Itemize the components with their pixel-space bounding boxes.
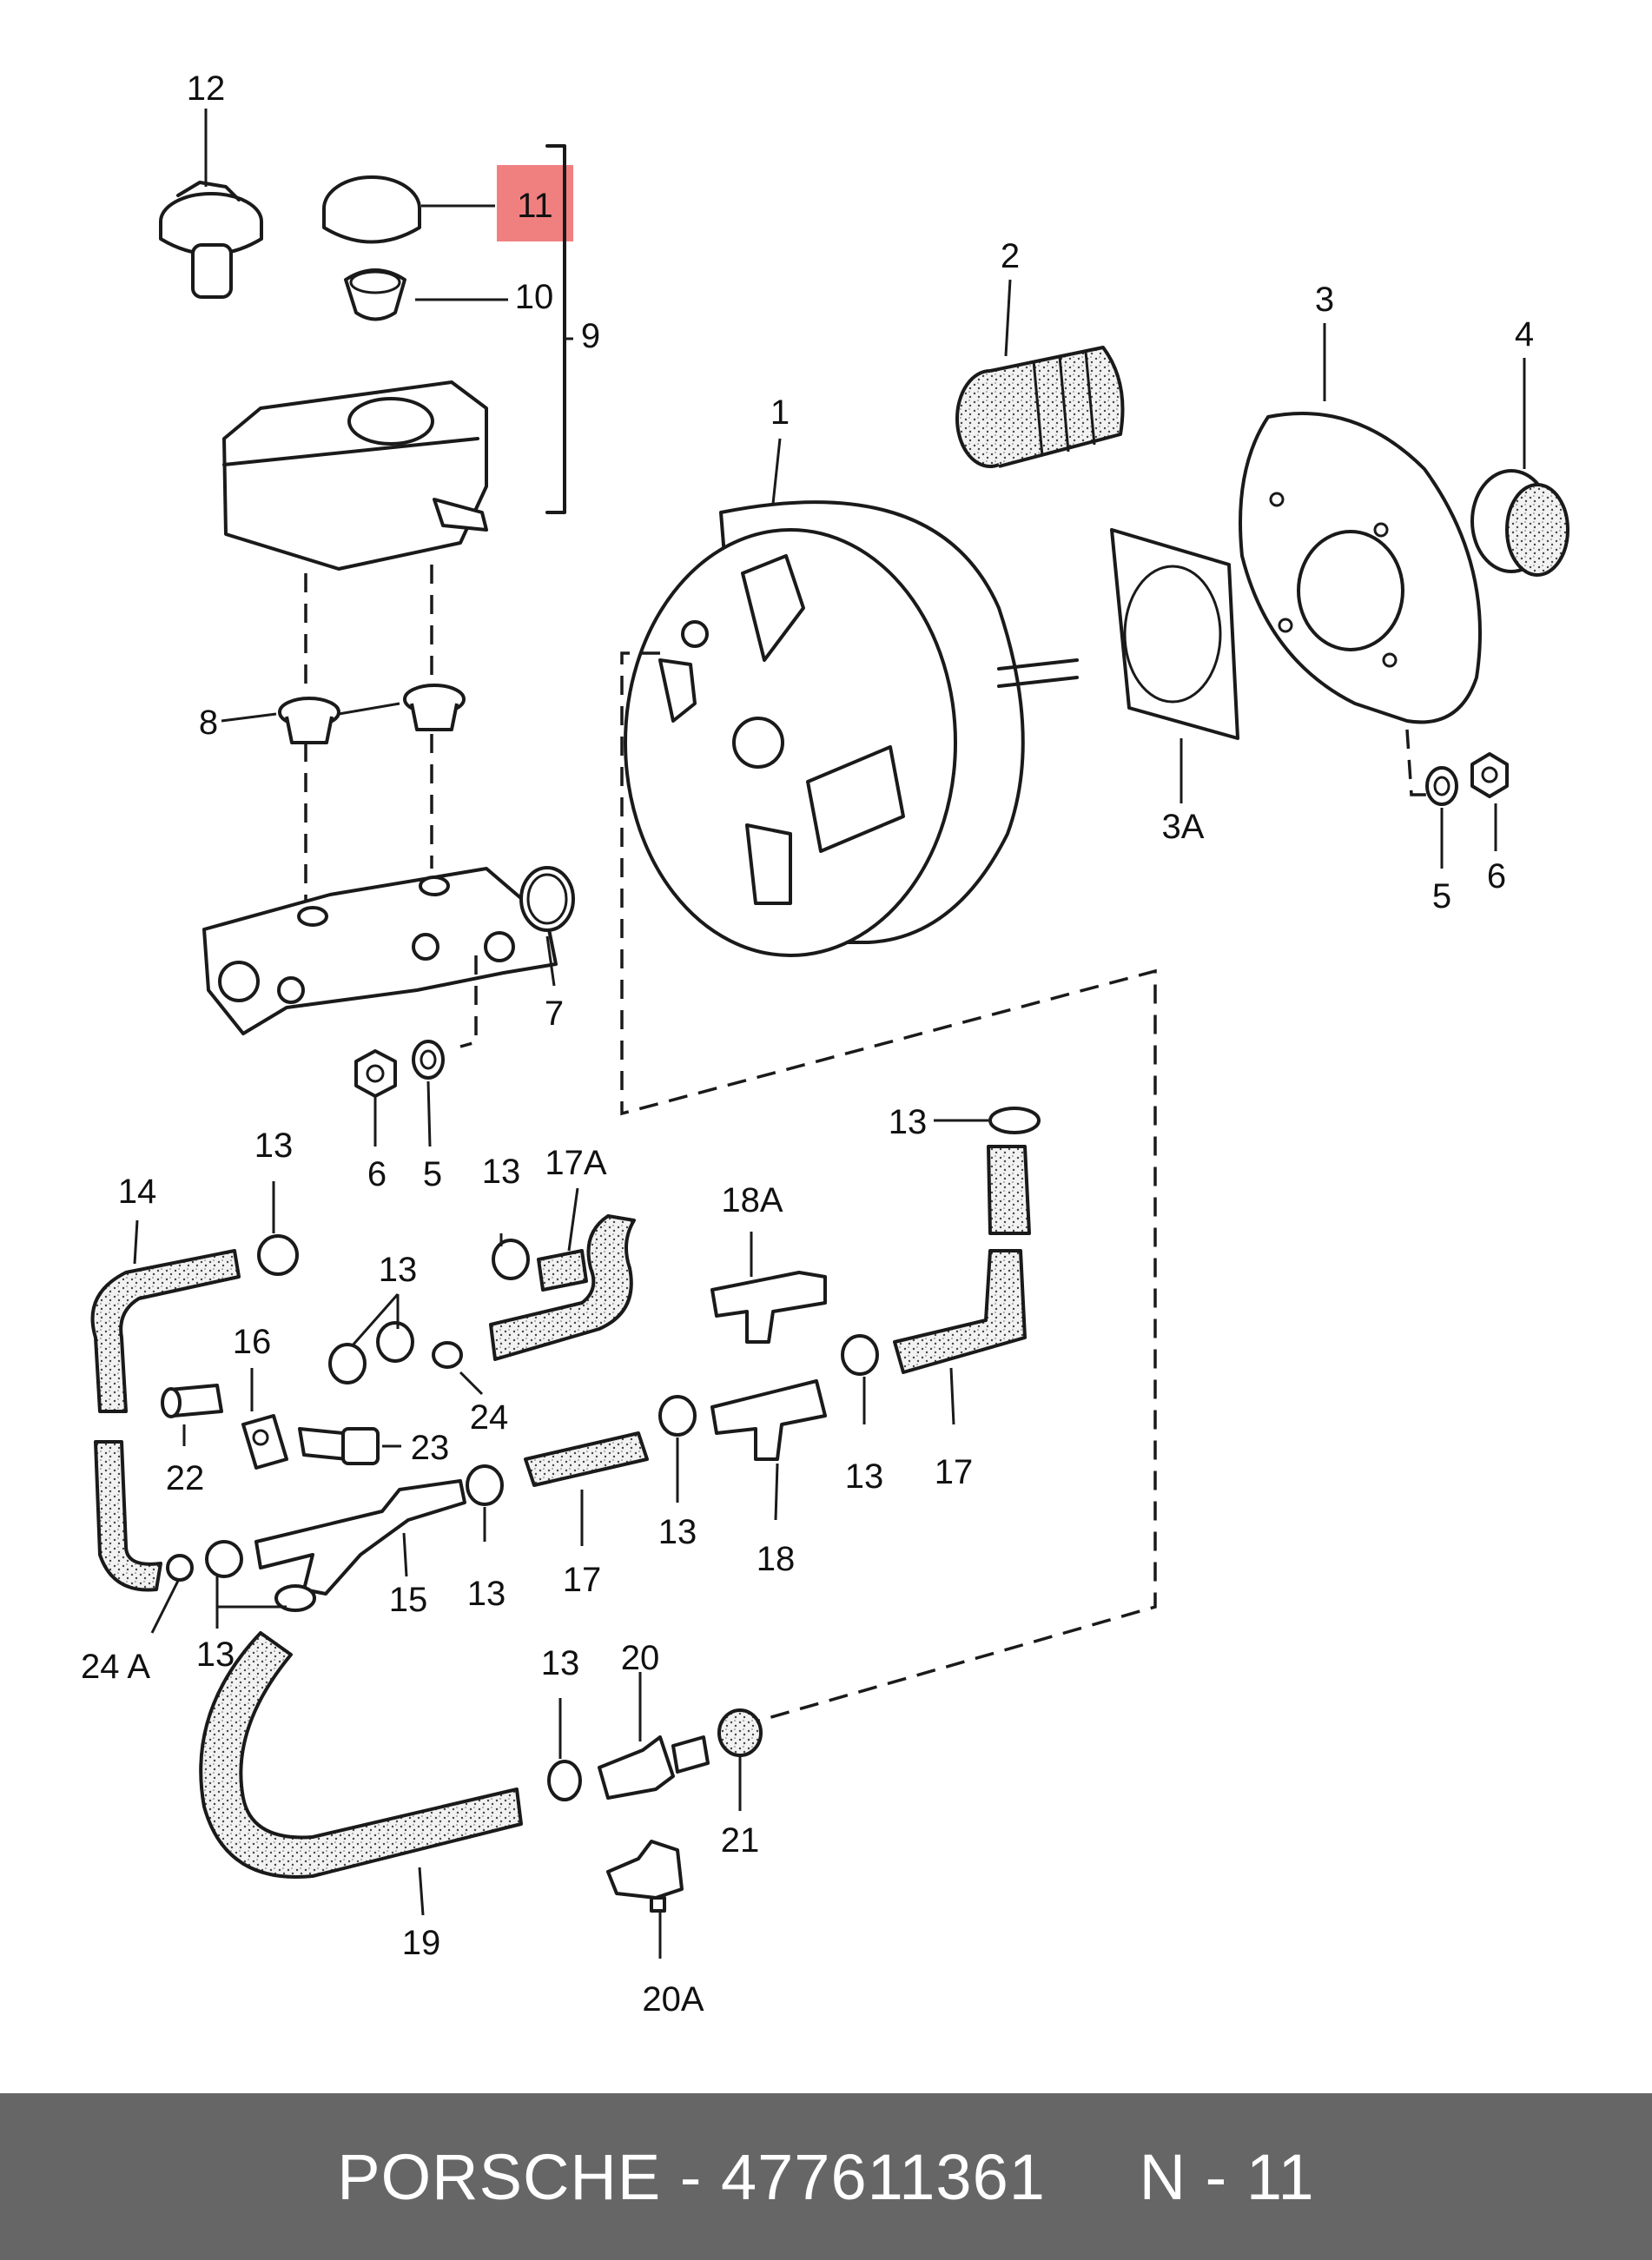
part-17a-hose [489, 1214, 636, 1361]
bracket-9 [545, 144, 566, 514]
part-6-nut-right [1470, 752, 1509, 798]
part-22-sleeve [161, 1384, 223, 1418]
callout-13: 13 [845, 1457, 884, 1496]
callout-4: 4 [1515, 315, 1534, 354]
master-cylinder [202, 867, 558, 1035]
callout-16: 16 [233, 1323, 272, 1361]
callout-13: 13 [254, 1127, 294, 1165]
part-18a-tee [710, 1271, 827, 1344]
callout-13: 13 [541, 1644, 580, 1682]
callout-18a: 18A [721, 1181, 783, 1219]
brake-booster-exploded-diagram: 12 11 10 9 1 2 3 4 3A 5 6 8 7 6 5 14 13 … [81, 69, 1569, 2019]
part-24-sleeve [432, 1341, 463, 1369]
callout-18: 18 [757, 1540, 796, 1578]
callout-13: 13 [196, 1636, 235, 1674]
part-4-bushing [1470, 469, 1569, 577]
callout-5-left: 5 [423, 1155, 442, 1193]
callout-14: 14 [118, 1173, 157, 1211]
part-18-tee [710, 1379, 827, 1461]
callout-24: 24 [470, 1398, 509, 1437]
part-20-check-valve [598, 1735, 710, 1800]
callout-13: 13 [658, 1513, 697, 1551]
part-11-cap [322, 175, 421, 244]
part-3a-gasket [1110, 528, 1239, 740]
hose-clamp [205, 1107, 1041, 1801]
callout-17: 17 [935, 1453, 974, 1491]
callout-20: 20 [621, 1639, 660, 1677]
callout-17: 17 [563, 1561, 602, 1599]
callout-10: 10 [515, 278, 554, 316]
part-19-hose [199, 1631, 523, 1879]
callout-9: 9 [581, 317, 600, 355]
callout-13: 13 [889, 1103, 928, 1141]
guide-line [459, 955, 478, 1048]
callout-3a: 3A [1162, 808, 1205, 846]
callout-20a: 20A [642, 1980, 704, 2019]
guide-line [1405, 729, 1433, 796]
callout-6-left: 6 [367, 1155, 387, 1193]
callout-13: 13 [482, 1153, 521, 1191]
part-21-grommet [717, 1708, 763, 1757]
callout-15: 15 [389, 1581, 428, 1619]
guide-line [620, 651, 1157, 1726]
part-14-hose [90, 1249, 241, 1413]
part-8-grommet-b [403, 684, 466, 731]
callout-2: 2 [1001, 237, 1020, 275]
part-6-nut-left [354, 1049, 397, 1098]
callout-23: 23 [411, 1429, 450, 1467]
part-17-hose-center [524, 1431, 649, 1487]
callout-13: 13 [467, 1575, 506, 1613]
leader-8 [221, 702, 400, 723]
part-12-cap-with-sensor [159, 181, 263, 299]
part-16-union [241, 1414, 288, 1470]
callout-1: 1 [770, 393, 790, 432]
footer-bar: PORSCHE - 477611361 N - 11 [0, 2093, 1652, 2260]
part-15-tee [254, 1479, 466, 1596]
footer-part-number: PORSCHE - 477611361 N - 11 [337, 2140, 1315, 2213]
callout-3: 3 [1315, 281, 1334, 319]
callout-17a: 17A [545, 1144, 606, 1182]
leader-lines [133, 109, 1526, 1959]
part-24a-sleeve [166, 1554, 194, 1582]
part-20a-valve [606, 1840, 684, 1913]
callout-13: 13 [379, 1251, 418, 1289]
callout-12: 12 [187, 69, 226, 108]
part-1-brake-booster [624, 500, 1079, 957]
part-3-bracket [1239, 412, 1482, 724]
callout-21: 21 [721, 1821, 760, 1860]
part-10-strainer [344, 268, 406, 321]
callout-19: 19 [402, 1924, 441, 1962]
callout-24a: 24 A [81, 1648, 150, 1686]
part-5-washer-left [412, 1040, 445, 1080]
part-8-grommet-a [278, 697, 340, 744]
part-24a-hose [94, 1440, 162, 1592]
part-2-boot [955, 346, 1125, 468]
part-5-washer-right [1425, 766, 1458, 806]
brake-fluid-reservoir [222, 380, 488, 571]
callout-11: 11 [517, 187, 553, 225]
part-7-o-ring [519, 866, 575, 932]
callout-22: 22 [166, 1459, 205, 1497]
part-23-bolt [298, 1427, 380, 1465]
callout-8: 8 [199, 704, 218, 742]
callout-6-right: 6 [1487, 857, 1506, 895]
highlight-box [497, 165, 573, 241]
part-17-hose-right [893, 1145, 1031, 1374]
callout-7: 7 [545, 995, 564, 1033]
callout-5-right: 5 [1432, 877, 1451, 915]
